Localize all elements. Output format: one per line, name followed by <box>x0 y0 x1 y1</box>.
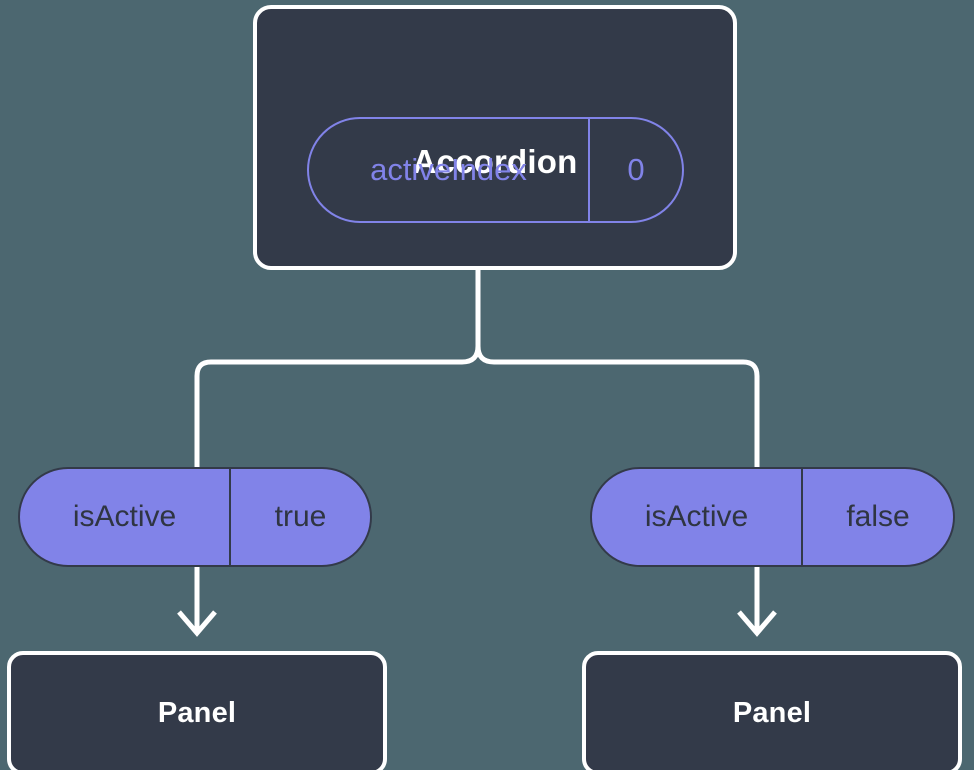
state-badge-active-index-value: 0 <box>627 152 645 187</box>
prop-badge-is-active-true[interactable]: isActive true <box>18 467 372 567</box>
wire-branch-right <box>475 345 760 467</box>
prop-badge-is-active-true-value: true <box>274 500 327 533</box>
node-accordion[interactable]: Accordion <box>253 5 737 270</box>
prop-badge-is-active-false[interactable]: isActive false <box>590 467 955 567</box>
prop-badge-is-active-true-key: isActive <box>20 469 231 565</box>
wire-branch-left <box>194 345 481 467</box>
prop-badge-is-active-false-value: false <box>846 500 910 533</box>
node-panel-right-title: Panel <box>732 696 812 729</box>
arrow-head-right-icon <box>737 610 777 637</box>
node-accordion-title: Accordion <box>412 142 578 180</box>
prop-badge-is-active-false-key: isActive <box>592 469 803 565</box>
state-badge-active-index[interactable]: activeIndex 0 <box>307 117 684 223</box>
node-panel-left[interactable]: Panel <box>7 651 387 770</box>
node-panel-right[interactable]: Panel <box>582 651 962 770</box>
arrow-head-left-icon <box>177 610 217 637</box>
state-badge-active-index-key: activeIndex <box>309 119 590 221</box>
node-panel-left-title: Panel <box>157 696 237 729</box>
